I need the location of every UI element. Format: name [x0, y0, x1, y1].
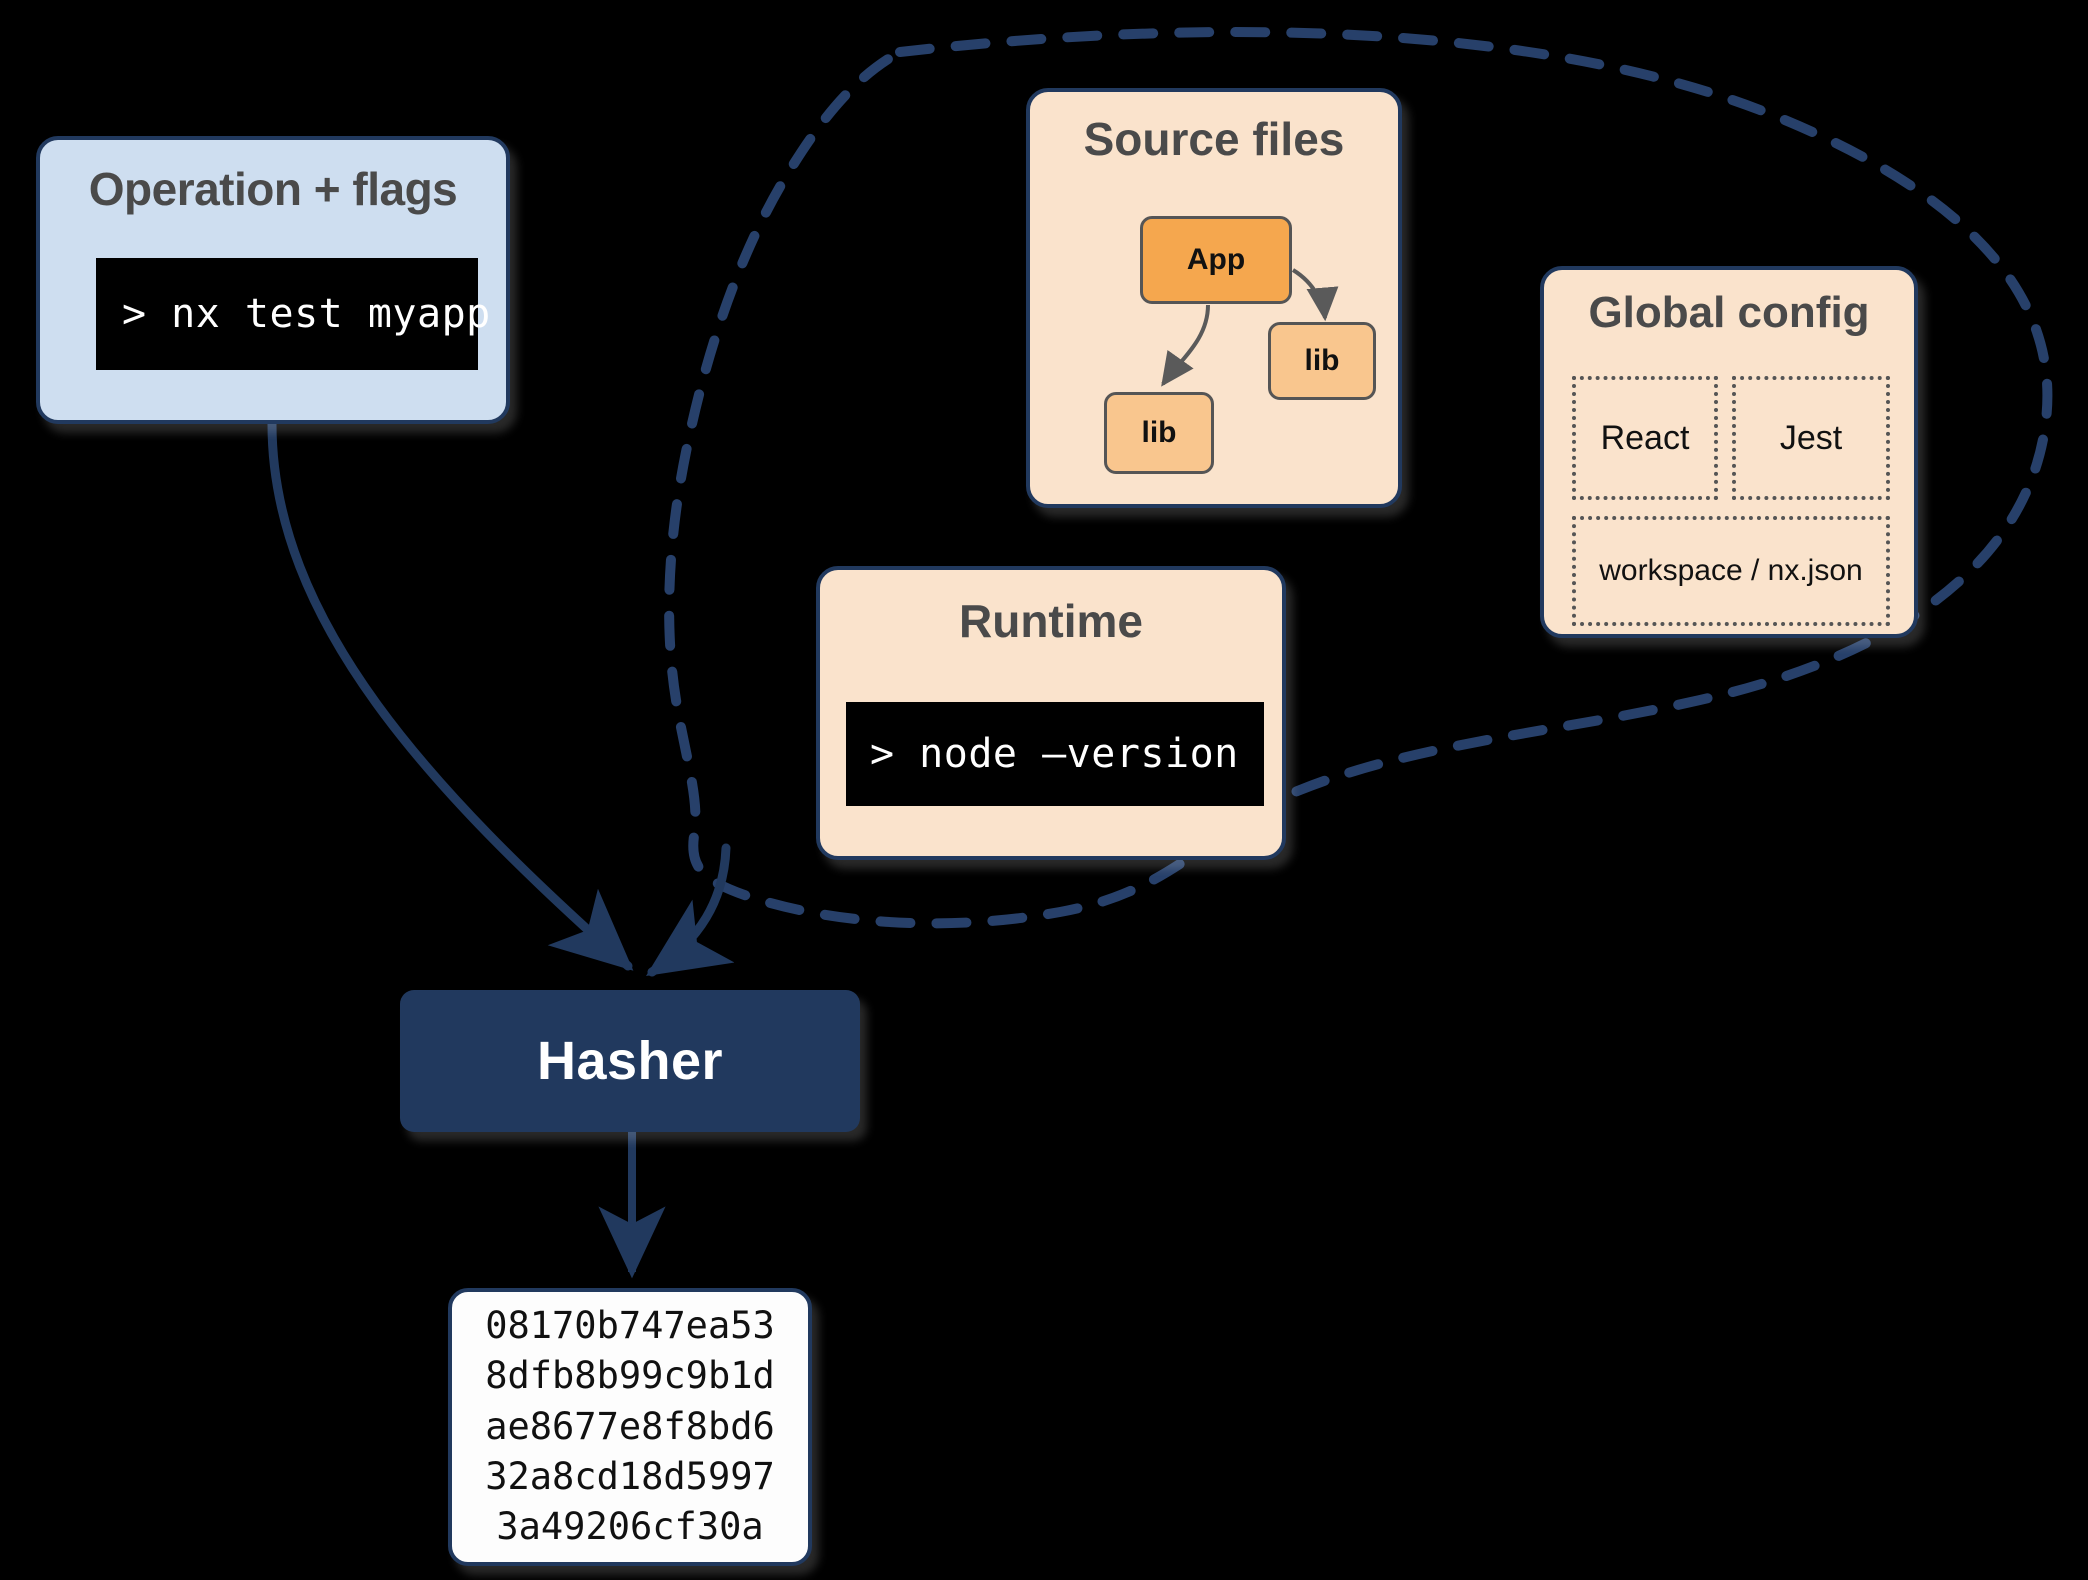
- global-config-item-react: React: [1572, 376, 1718, 500]
- operation-terminal-command: > nx test myapp: [122, 291, 491, 337]
- global-config-card: Global config React Jest workspace / nx.…: [1540, 266, 1918, 638]
- graph-node-lib-right: lib: [1268, 322, 1376, 400]
- graph-node-app: App: [1140, 216, 1292, 304]
- global-config-item-jest: Jest: [1732, 376, 1890, 500]
- graph-node-lib-left: lib: [1104, 392, 1214, 474]
- global-config-title: Global config: [1588, 288, 1870, 337]
- hash-output-text: 08170b747ea53 8dfb8b99c9b1d ae8677e8f8bd…: [485, 1304, 775, 1549]
- runtime-card: Runtime > node –version: [816, 566, 1286, 860]
- global-config-item-workspace: workspace / nx.json: [1572, 516, 1890, 626]
- runtime-terminal: > node –version: [846, 702, 1264, 806]
- operation-flags-title: Operation + flags: [88, 163, 458, 215]
- operation-flags-card: Operation + flags > nx test myapp: [36, 136, 510, 424]
- hasher-label: Hasher: [536, 1031, 724, 1091]
- runtime-title: Runtime: [959, 595, 1143, 647]
- arrow-operation-to-hasher: [267, 419, 634, 971]
- runtime-terminal-command: > node –version: [870, 731, 1239, 777]
- operation-terminal: > nx test myapp: [96, 258, 490, 370]
- arrow-inputs-to-hasher: [646, 843, 735, 977]
- source-files-card: Source files App lib lib: [1026, 88, 1402, 508]
- hash-output-box: 08170b747ea53 8dfb8b99c9b1d ae8677e8f8bd…: [448, 1288, 812, 1566]
- source-files-title: Source files: [1083, 113, 1345, 165]
- hasher-box: Hasher: [400, 990, 860, 1132]
